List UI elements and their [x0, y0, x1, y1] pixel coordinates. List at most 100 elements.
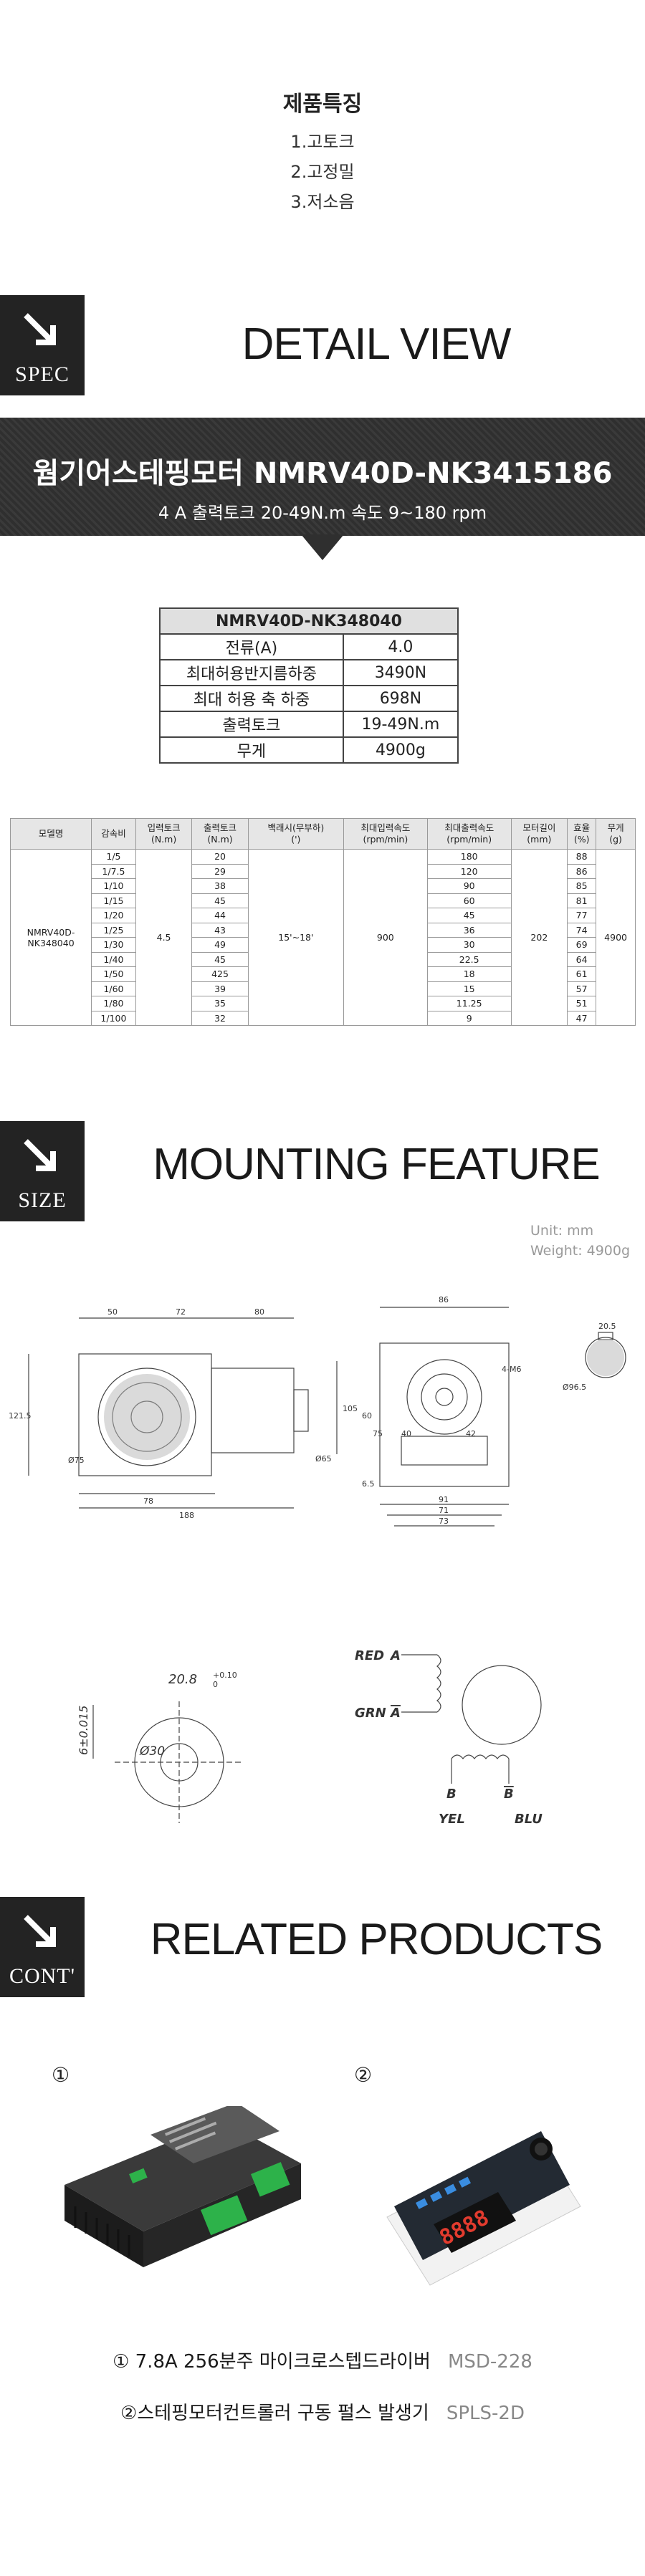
table-cell: 51 — [567, 996, 597, 1011]
table-header-cell: 백래시(무부하)(') — [247, 818, 344, 850]
table-cell: 120 — [426, 863, 512, 879]
table-cell: 38 — [191, 878, 249, 894]
weight-label: Weight: 4900g — [530, 1243, 631, 1259]
table-cell: 4.5 — [135, 849, 193, 1026]
banner-subtitle: 4 A 출력토크 20-49N.m 속도 9~180 rpm — [158, 503, 487, 523]
section-badge-spec: SPEC — [0, 295, 85, 395]
arrow-down-right-icon — [24, 1139, 56, 1171]
wire-yel: YEL — [439, 1812, 465, 1827]
dim-label: Ø75 — [68, 1456, 85, 1465]
table-header-cell: 모터길이(mm) — [510, 818, 568, 850]
wire-grn: GRN — [355, 1706, 386, 1721]
table-cell: 85 — [567, 878, 597, 894]
table-cell: 1/10 — [91, 878, 136, 894]
banner-notch — [301, 534, 344, 560]
dim-label: 42 — [466, 1429, 476, 1438]
table-header-cell: 출력토크(N.m) — [191, 818, 249, 850]
table-cell: 22.5 — [426, 951, 512, 967]
microstep-driver-image[interactable] — [43, 2106, 315, 2285]
shaft-tol-upper: +0.10 — [213, 1671, 237, 1680]
table-header-cell: 효율(%) — [567, 818, 597, 850]
table-cell: 1/80 — [91, 996, 136, 1011]
shaft-dim: 20.8 — [168, 1672, 197, 1687]
arrow-down-right-icon — [24, 1915, 56, 1947]
table-cell: 1/40 — [91, 951, 136, 967]
table-cell: 44 — [191, 908, 249, 923]
dim-label: Ø96.5 — [563, 1383, 586, 1392]
dim-label: 71 — [439, 1506, 449, 1515]
table-cell: 86 — [567, 863, 597, 879]
spec-value: 3490N — [342, 659, 459, 686]
table-cell: 29 — [191, 863, 249, 879]
table-cell: 74 — [567, 922, 597, 938]
table-cell: 61 — [567, 966, 597, 982]
dim-label: 78 — [143, 1496, 153, 1506]
spec-value: 4900g — [342, 736, 459, 764]
caption-code[interactable]: SPLS-2D — [446, 2403, 525, 2424]
dim-label: 6.5 — [362, 1479, 375, 1489]
table-cell: 45 — [426, 908, 512, 923]
table-cell: 1/30 — [91, 937, 136, 953]
shaft-dia: Ø30 — [139, 1744, 165, 1759]
table-cell: 1/15 — [91, 893, 136, 908]
features-title: 제품특징 — [282, 92, 363, 117]
spec-value: 4.0 — [342, 633, 459, 660]
table-cell: 11.25 — [426, 996, 512, 1011]
dim-label: 188 — [179, 1511, 194, 1520]
table-cell: 15'~18' — [247, 849, 344, 1026]
keyway-dim: 6±0.015 — [77, 1706, 90, 1755]
table-header-cell: 무게(g) — [596, 818, 636, 850]
table-cell: 1/5 — [91, 849, 136, 865]
unit-info: Unit: mm Weight: 4900g — [530, 1221, 630, 1261]
dim-label: 91 — [439, 1495, 449, 1504]
table-cell: 1/50 — [91, 966, 136, 982]
table-cell: 45 — [191, 893, 249, 908]
section-badge-size: SIZE — [0, 1121, 85, 1221]
table-cell: 81 — [567, 893, 597, 908]
table-cell: 20 — [191, 849, 249, 865]
dim-label: 121.5 — [9, 1411, 32, 1421]
section-title-mounting-feature: MOUNTING FEATURE — [153, 1140, 601, 1189]
spec-label: 출력토크 — [159, 711, 344, 738]
table-cell: 60 — [426, 893, 512, 908]
table-cell: 43 — [191, 922, 249, 938]
table-cell: 77 — [567, 908, 597, 923]
table-cell: 900 — [343, 849, 428, 1026]
table-header-cell: 최대입력속도(rpm/min) — [343, 818, 428, 850]
dim-label: 50 — [108, 1307, 118, 1317]
dim-label: 60 — [362, 1411, 372, 1421]
section-badge-label: SIZE — [18, 1188, 67, 1212]
spec-value: 698N — [342, 685, 459, 712]
section-badge-cont: CONT' — [0, 1897, 85, 1997]
pulse-generator-image[interactable]: 8888 — [373, 2099, 602, 2292]
feature-item: 2.고정밀 — [290, 162, 355, 182]
dim-label: 73 — [439, 1517, 449, 1526]
table-header-cell: 감속비 — [91, 818, 136, 850]
table-cell: 57 — [567, 981, 597, 996]
spec-label: 최대 허용 축 하중 — [159, 685, 344, 712]
shaft-wiring-drawing: 20.8 +0.10 0 Ø30 6±0.015 RED A GRN A B B… — [77, 1648, 543, 1827]
table-cell: 9 — [426, 1010, 512, 1026]
section-badge-label: CONT' — [9, 1964, 76, 1988]
caption-code[interactable]: MSD-228 — [447, 2351, 532, 2373]
section-badge-label: SPEC — [15, 362, 70, 386]
spec-label: 최대허용반지름하중 — [159, 659, 344, 686]
dim-label: 40 — [401, 1429, 411, 1438]
wire-blu: BLU — [515, 1812, 543, 1827]
table-header-cell: 입력토크(N.m) — [135, 818, 193, 850]
dim-label: 72 — [176, 1307, 186, 1317]
table-row: 1/15 45 60 81 — [11, 893, 636, 908]
table-header-cell: 최대출력속도(rpm/min) — [426, 818, 512, 850]
